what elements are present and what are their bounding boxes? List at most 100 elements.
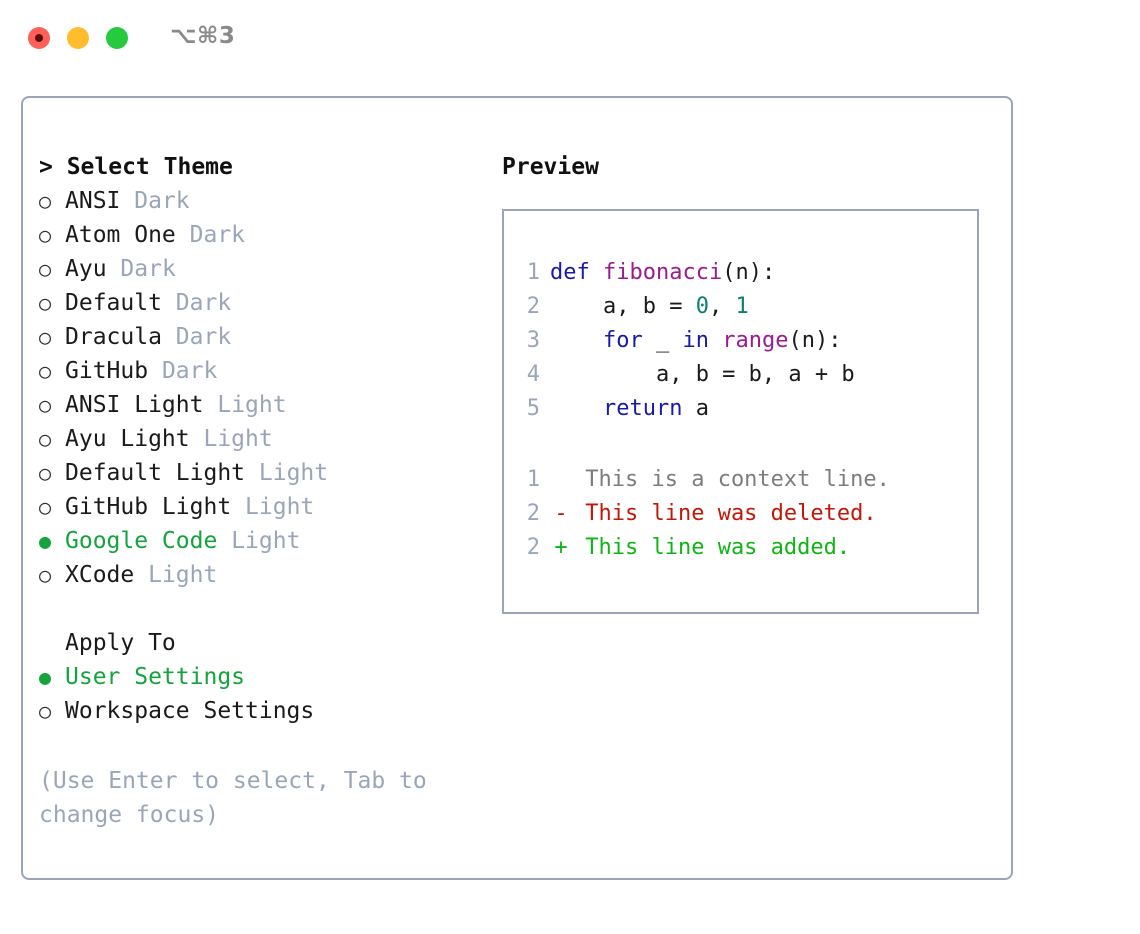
theme-option-github[interactable]: ○ GitHub Dark xyxy=(39,354,479,388)
theme-option-kind: Dark xyxy=(134,188,190,214)
theme-option-ayu-light[interactable]: ○Ayu Light Light xyxy=(39,422,479,456)
theme-option-default[interactable]: ○Default Dark xyxy=(39,286,479,320)
radio-empty-icon: ○ xyxy=(39,359,52,383)
code-token-kw: return xyxy=(602,396,683,421)
diff-line-text: This is a context line. xyxy=(572,467,890,492)
theme-option-google-code[interactable]: ●Google Code Light xyxy=(39,524,479,558)
theme-option-dracula[interactable]: ○Dracula Dark xyxy=(39,320,479,354)
radio-selected-icon: ● xyxy=(39,665,52,689)
diff-marker: - xyxy=(554,501,568,526)
theme-option-name: ANSI Light xyxy=(65,392,204,418)
theme-option-name: Ayu Light xyxy=(65,426,190,452)
apply-to-header: Apply To xyxy=(65,630,176,656)
radio-empty-icon: ○ xyxy=(39,495,52,519)
apply-to-option-name: User Settings xyxy=(65,664,246,690)
theme-option-kind: Light xyxy=(258,460,329,486)
keyboard-hint-text: (Use Enter to select, Tab to change focu… xyxy=(39,768,427,828)
code-line-number: 1 xyxy=(526,260,540,285)
close-window-button[interactable] xyxy=(28,27,50,49)
code-token-num: 1 xyxy=(735,294,749,319)
spacer xyxy=(231,490,245,524)
code-line: 5 return a xyxy=(518,392,855,426)
apply-to-option-name: Workspace Settings xyxy=(65,698,315,724)
preview-title: Preview xyxy=(502,154,599,180)
theme-option-ansi-light[interactable]: ○ANSI Light Light xyxy=(39,388,479,422)
theme-option-ansi[interactable]: ○ ANSI Dark xyxy=(39,184,479,218)
radio-empty-icon: ○ xyxy=(39,257,52,281)
theme-option-kind: Light xyxy=(245,494,315,520)
code-token-plain: _ xyxy=(642,328,683,353)
code-token-num: 0 xyxy=(695,294,709,319)
code-token-plain xyxy=(709,328,722,353)
diff-line-text: This line was deleted. xyxy=(572,501,877,526)
minimize-window-button[interactable] xyxy=(67,27,89,49)
code-token-fn: range xyxy=(722,328,789,353)
diff-line-text: This line was added. xyxy=(572,535,851,560)
spacer xyxy=(120,184,134,218)
theme-picker-column: > Select Theme ○ANSI Dark○Atom One Dark○… xyxy=(39,150,479,728)
theme-option-name: Atom One xyxy=(65,222,176,248)
code-token-plain xyxy=(550,328,603,353)
theme-option-name: Google Code xyxy=(65,528,218,554)
code-token-plain: (n): xyxy=(722,260,776,285)
code-token-plain: a, b = xyxy=(550,294,696,319)
select-theme-header: > Select Theme xyxy=(39,154,233,180)
radio-empty-icon: ○ xyxy=(39,461,52,485)
spacer xyxy=(148,354,162,388)
apply-to-option-user-settings[interactable]: ● User Settings xyxy=(39,660,479,694)
radio-empty-icon: ○ xyxy=(39,291,52,315)
code-line-number: 3 xyxy=(526,328,540,353)
theme-option-ayu[interactable]: ○ Ayu Dark xyxy=(39,252,479,286)
theme-option-atom-one[interactable]: ○Atom One Dark xyxy=(39,218,479,252)
code-line-number: 2 xyxy=(526,294,540,319)
theme-option-kind: Light xyxy=(217,392,287,418)
maximize-window-button[interactable] xyxy=(106,27,128,49)
spacer xyxy=(203,388,217,422)
theme-option-kind: Dark xyxy=(175,290,232,316)
diff-line-number: 1 xyxy=(526,467,540,492)
code-token-plain: (n): xyxy=(788,328,842,353)
code-line-number: 5 xyxy=(526,396,540,421)
diff-marker xyxy=(550,463,572,497)
theme-option-default-light[interactable]: ○Default Light Light xyxy=(39,456,479,490)
theme-option-kind: Light xyxy=(231,528,301,554)
code-token-plain: a xyxy=(682,396,709,421)
code-token-kw: for xyxy=(602,328,643,353)
spacer xyxy=(245,456,259,490)
theme-option-name: ANSI xyxy=(65,188,121,214)
diff-marker: + xyxy=(554,535,568,560)
radio-empty-icon: ○ xyxy=(39,563,52,587)
radio-empty-icon: ○ xyxy=(39,189,52,213)
radio-empty-icon: ○ xyxy=(39,223,52,247)
theme-option-name: Ayu xyxy=(65,256,107,282)
code-token-kw: in xyxy=(682,328,709,353)
diff-line-number: 2 xyxy=(526,501,540,526)
diff-line-added: 2+ This line was added. xyxy=(518,531,890,565)
spacer xyxy=(162,320,176,354)
code-line: 2 a, b = 0, 1 xyxy=(518,290,855,324)
theme-option-kind: Dark xyxy=(120,256,176,282)
theme-option-xcode[interactable]: ○XCode Light xyxy=(39,558,479,592)
theme-option-name: GitHub xyxy=(65,358,149,384)
code-token-plain: , xyxy=(708,294,736,319)
spacer xyxy=(190,422,204,456)
spacer xyxy=(134,558,148,592)
keyboard-shortcut-label: ⌥⌘3 xyxy=(170,23,236,49)
apply-to-option-workspace-settings[interactable]: ○Workspace Settings xyxy=(39,694,479,728)
theme-option-list: ○ANSI Dark○Atom One Dark○Ayu Dark○Defaul… xyxy=(39,184,479,592)
theme-option-kind: Dark xyxy=(161,358,218,384)
code-token-kw: def xyxy=(550,260,603,285)
diff-line-context: 1 This is a context line. xyxy=(518,463,890,497)
code-token-plain xyxy=(550,396,603,421)
theme-option-github-light[interactable]: ○GitHub Light Light xyxy=(39,490,479,524)
section-spacer xyxy=(39,592,479,626)
spacer xyxy=(217,524,231,558)
diff-sample: 1 This is a context line. 2- This line wa… xyxy=(518,463,890,565)
main-panel: > Select Theme ○ANSI Dark○Atom One Dark○… xyxy=(21,96,1013,880)
theme-option-name: XCode xyxy=(65,562,135,588)
theme-option-name: Dracula xyxy=(65,324,162,350)
